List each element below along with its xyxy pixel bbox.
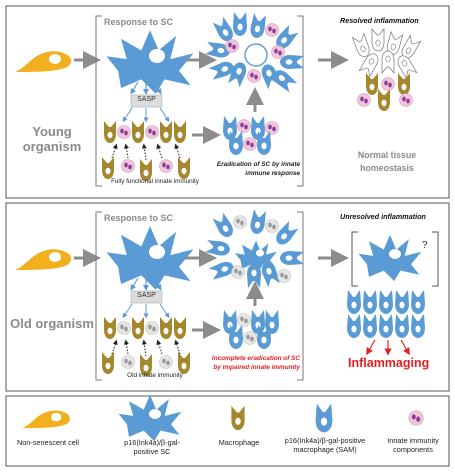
legend-sam-icon	[315, 403, 333, 433]
legend-panel-border	[5, 395, 450, 467]
unresolved-senescent-cell	[358, 234, 422, 282]
legend-label-senescent: p16(Ink4a)/β-gal-positive SC	[124, 438, 180, 456]
top-immunity-caption: Fully functional innate immunity	[111, 178, 199, 185]
unresolved-sam-grid	[347, 290, 425, 338]
bottom-panel-label: Old organism	[10, 316, 94, 331]
top-senescent-cell-icon	[106, 30, 194, 94]
top-recruited-immune-cluster	[104, 121, 186, 143]
resolved-cells	[352, 28, 422, 111]
resolved-label: Resolved inflammation	[340, 16, 419, 25]
top-panel-border	[5, 5, 450, 199]
top-sasp-box	[130, 94, 163, 108]
top-panel-label: Young organism	[22, 124, 82, 154]
top-sasp-label: SASP	[137, 96, 156, 103]
bottom-panel-border	[5, 202, 450, 392]
top-response-label: Response to SC	[104, 17, 174, 27]
legend-non-senescent-cell-icon	[22, 410, 70, 429]
bottom-response-label: Response to SC	[104, 213, 174, 223]
legend-immune-components-icon	[408, 410, 424, 426]
legend-label-macrophage: Macrophage	[218, 438, 260, 447]
inflammaging-label: Inflammaging	[348, 356, 430, 370]
top-sam-cluster	[223, 116, 279, 155]
unresolved-label: Unresolved inflammation	[340, 212, 426, 221]
legend-label-non-senescent: Non-senescent cell	[16, 438, 80, 447]
legend-macrophage-icon	[231, 405, 245, 431]
bottom-eradication-caption: Incomplete eradication of SC by impaired…	[211, 355, 300, 371]
bottom-attack-cluster	[204, 208, 304, 288]
bottom-senescent-cell-icon	[106, 226, 194, 290]
legend-label-immune-components: Innate immunity components	[387, 436, 439, 454]
bottom-non-senescent-cell-icon	[15, 249, 72, 270]
bottom-recruited-immune-cluster	[104, 317, 186, 339]
top-attack-cluster	[204, 12, 304, 94]
question-mark: ?	[422, 240, 428, 251]
top-eradication-caption: Eradication of SC by innate immune respo…	[216, 161, 300, 177]
top-outcome-label: Normal tissue homeostasis	[357, 150, 417, 173]
bottom-sam-cluster	[223, 310, 279, 349]
bottom-sasp-label: SASP	[137, 292, 156, 299]
top-non-senescent-cell-icon	[15, 51, 72, 72]
bottom-immunity-caption: Old innate immunity	[127, 372, 183, 379]
bottom-sasp-box	[130, 290, 163, 304]
legend-label-sam: p16(Ink4a)/β-gal-positive macrophage (SA…	[284, 436, 366, 454]
legend-senescent-cell-icon	[118, 394, 182, 442]
